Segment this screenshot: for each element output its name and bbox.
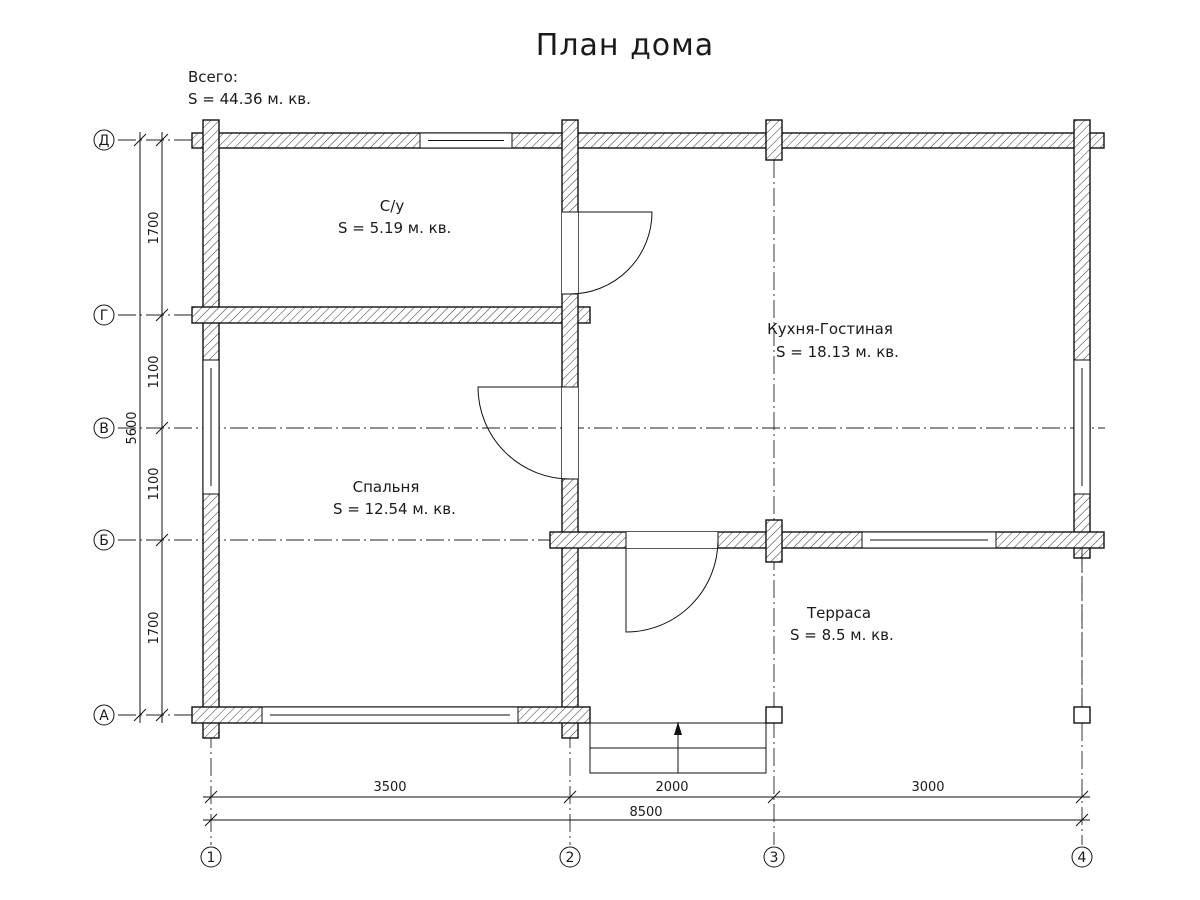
door-swing-bedroom <box>477 386 571 480</box>
dim-horizontal-2: 2000 <box>655 780 688 795</box>
room-name-bathroom: С/у <box>380 197 405 215</box>
terrace <box>589 548 1091 774</box>
row-axis-markers: Д Г В Б А <box>93 129 115 726</box>
axis-row-a: А <box>99 708 109 724</box>
walls <box>191 119 1105 739</box>
axis-row-b: Б <box>99 533 109 549</box>
axis-col-3: 3 <box>770 850 779 866</box>
axis-row-g: Г <box>100 308 109 324</box>
vertical-dimensions: 1700 1100 1100 1700 5600 <box>125 132 169 723</box>
axis-col-4: 4 <box>1078 850 1087 866</box>
axis-row-d: Д <box>99 133 110 149</box>
axis-col-1: 1 <box>207 850 216 866</box>
horizontal-dimensions: 3500 2000 3000 8500 <box>203 780 1090 827</box>
column-axis-markers: 1 2 3 4 <box>200 846 1093 868</box>
dim-vertical-4: 1700 <box>147 611 162 644</box>
grid-axes <box>118 139 1105 845</box>
total-label: Всего: <box>188 68 238 86</box>
room-name-terrace: Терраса <box>806 604 871 622</box>
terrace-post-3 <box>765 706 783 724</box>
room-area-kitchen: S = 18.13 м. кв. <box>776 343 899 361</box>
room-area-terrace: S = 8.5 м. кв. <box>790 626 894 644</box>
dim-vertical-total: 5600 <box>125 411 140 444</box>
room-area-bedroom: S = 12.54 м. кв. <box>333 500 456 518</box>
axis-row-v: В <box>99 421 109 437</box>
dim-vertical-3: 1100 <box>147 467 162 500</box>
room-name-bedroom: Спальня <box>353 478 420 496</box>
dim-horizontal-1: 3500 <box>373 780 406 795</box>
total-area: S = 44.36 м. кв. <box>188 90 311 108</box>
dim-vertical-2: 1100 <box>147 355 162 388</box>
door-swing-kitchen <box>625 539 719 633</box>
dim-vertical-1: 1700 <box>147 211 162 244</box>
room-area-bathroom: S = 5.19 м. кв. <box>338 219 451 237</box>
dim-horizontal-total: 8500 <box>629 805 662 820</box>
axis-col-2: 2 <box>566 850 575 866</box>
door-swing-bathroom <box>569 211 653 295</box>
terrace-post-4 <box>1073 706 1091 724</box>
dim-horizontal-3: 3000 <box>911 780 944 795</box>
doors <box>477 211 719 633</box>
room-name-kitchen: Кухня-Гостиная <box>767 320 893 338</box>
plan-title: План дома <box>536 28 714 63</box>
windows <box>202 132 1091 724</box>
